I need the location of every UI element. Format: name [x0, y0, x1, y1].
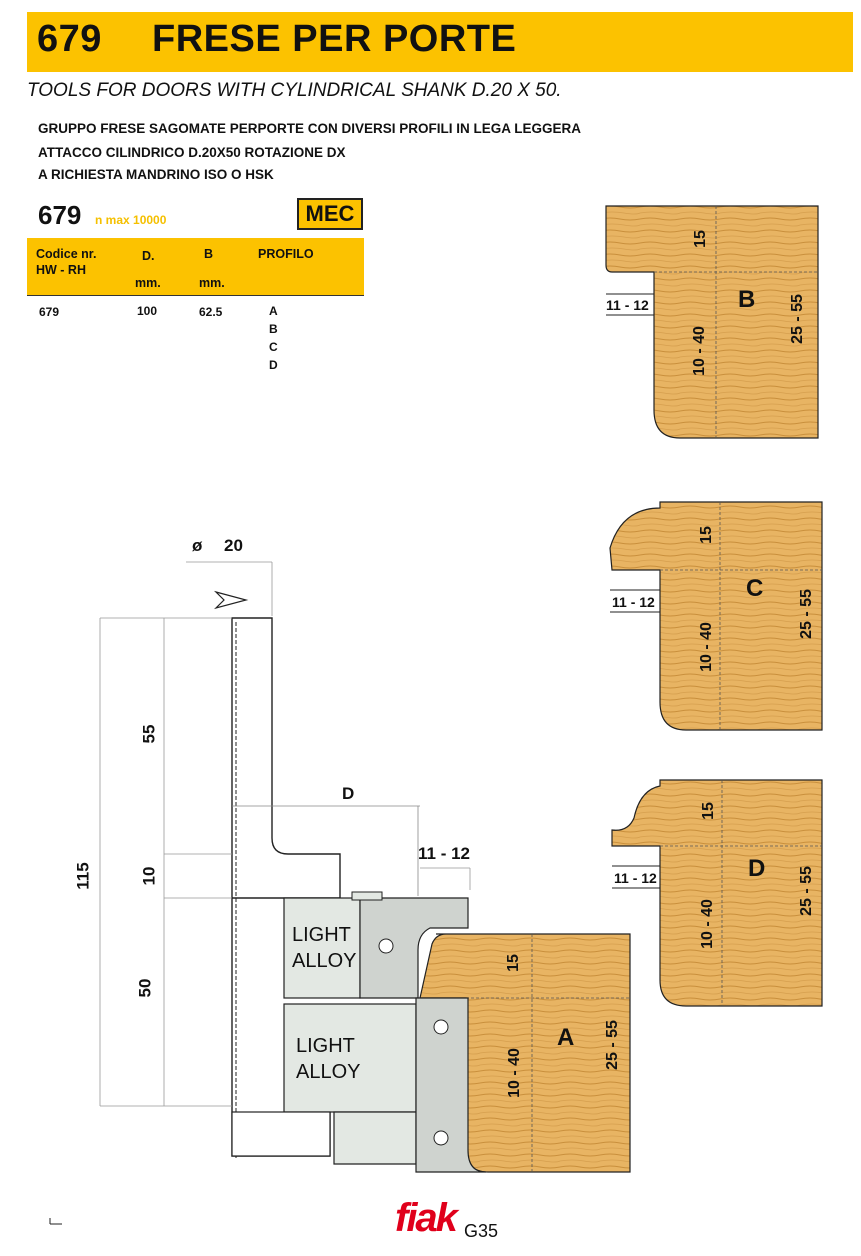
profile-d-top: 15 — [699, 802, 717, 820]
description-line-3: A RICHIESTA MANDRINO ISO O HSK — [38, 167, 274, 182]
phi-symbol: ø — [192, 536, 203, 555]
brand-logo: fiak — [395, 1196, 458, 1240]
shank — [231, 617, 341, 899]
dim-d-label: D — [342, 784, 355, 803]
dim-11-12-label: 11 - 12 — [418, 844, 470, 863]
model-code: 679 — [38, 200, 82, 230]
row-profile-c: C — [269, 340, 278, 354]
light-alloy-upper-1: LIGHT — [292, 924, 351, 946]
profile-a-right: 25 - 55 — [603, 1020, 621, 1070]
description-line-1: GRUPPO FRESE SAGOMATE PERPORTE CON DIVER… — [38, 121, 582, 136]
row-b: 62.5 — [199, 305, 223, 319]
row-code: 679 — [39, 305, 60, 319]
header-b: B — [204, 247, 214, 261]
profile-c-right: 25 - 55 — [797, 589, 815, 639]
profile-b-side: 11 - 12 — [606, 297, 649, 313]
subtitle: TOOLS FOR DOORS WITH CYLINDRICAL SHANK D… — [27, 80, 562, 101]
header-d: D. — [142, 249, 155, 263]
shank-diameter-label: 20 — [224, 536, 243, 555]
cutter-upper — [359, 897, 469, 999]
profile-b-shape — [605, 205, 819, 439]
alloy-body-lower — [283, 1003, 417, 1113]
dim-50-label: 50 — [135, 978, 155, 998]
dim-55-label: 55 — [139, 724, 159, 744]
profile-d-shape — [611, 779, 823, 1007]
profile-d-letter: D — [748, 855, 766, 882]
light-alloy-lower-2: ALLOY — [296, 1061, 361, 1083]
page-title: FRESE PER PORTE — [152, 18, 517, 60]
profile-c-letter: C — [746, 575, 764, 602]
mec-badge: MEC — [297, 198, 363, 230]
cutter-lower — [415, 997, 487, 1173]
header-profile: PROFILO — [258, 247, 314, 261]
product-code: 679 — [37, 18, 102, 60]
light-alloy-upper-2: ALLOY — [292, 950, 357, 972]
header-b-unit: mm. — [199, 276, 225, 290]
row-profile-a: A — [269, 304, 278, 318]
profile-c-mid: 10 - 40 — [697, 622, 715, 672]
row-d: 100 — [137, 304, 158, 318]
profile-b-top: 15 — [691, 230, 709, 248]
profile-c-top: 15 — [697, 526, 715, 544]
row-profile-d: D — [269, 358, 278, 372]
row-profile-b: B — [269, 322, 278, 336]
dim-10-label: 10 — [139, 866, 159, 886]
header-code-2: HW - RH — [36, 263, 86, 277]
table-header — [27, 238, 364, 296]
description-line-2: ATTACCO CILINDRICO D.20X50 ROTAZIONE DX — [38, 145, 346, 160]
profile-b-mid: 10 - 40 — [690, 326, 708, 376]
profile-b-letter: B — [738, 286, 756, 313]
page-number: G35 — [464, 1221, 499, 1241]
profile-a-letter: A — [557, 1024, 575, 1051]
light-alloy-lower-1: LIGHT — [296, 1035, 355, 1057]
profile-c-shape — [609, 501, 823, 731]
profile-d-side: 11 - 12 — [614, 870, 657, 886]
profile-b-right: 25 - 55 — [788, 294, 806, 344]
profile-a-mid: 10 - 40 — [505, 1048, 523, 1098]
dim-115-label: 115 — [73, 862, 93, 890]
max-speed: n max 10000 — [95, 213, 167, 227]
title-banner: 679 FRESE PER PORTE — [27, 12, 853, 72]
profile-c-side: 11 - 12 — [612, 594, 655, 610]
profile-d-right: 25 - 55 — [797, 866, 815, 916]
header-code: Codice nr. — [36, 247, 97, 261]
profile-d-mid: 10 - 40 — [698, 899, 716, 949]
profile-a-top: 15 — [504, 954, 522, 972]
header-d-unit: mm. — [135, 276, 161, 290]
